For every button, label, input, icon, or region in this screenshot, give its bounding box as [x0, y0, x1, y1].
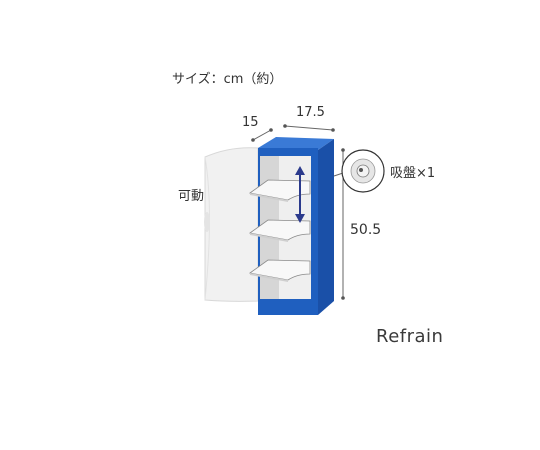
- depth-dimension-label: 15: [242, 115, 259, 130]
- height-dimension-label: 50.5: [350, 222, 382, 238]
- brand-logo: Refrain: [376, 326, 444, 347]
- depth-dimension-line: [251, 128, 273, 142]
- suction-cup-detail: [333, 149, 385, 193]
- width-dimension-label: 17.5: [296, 105, 325, 120]
- shelf-middle: [249, 219, 311, 242]
- shelf-bottom: [249, 259, 311, 282]
- width-dimension-line: [283, 124, 335, 132]
- shelf-adjust-arrow: [295, 166, 305, 223]
- cabinet-door: [204, 147, 259, 302]
- size-unit-title: サイズ：cm（約）: [172, 72, 283, 87]
- suction-cup-label: 吸盤×1: [390, 166, 436, 181]
